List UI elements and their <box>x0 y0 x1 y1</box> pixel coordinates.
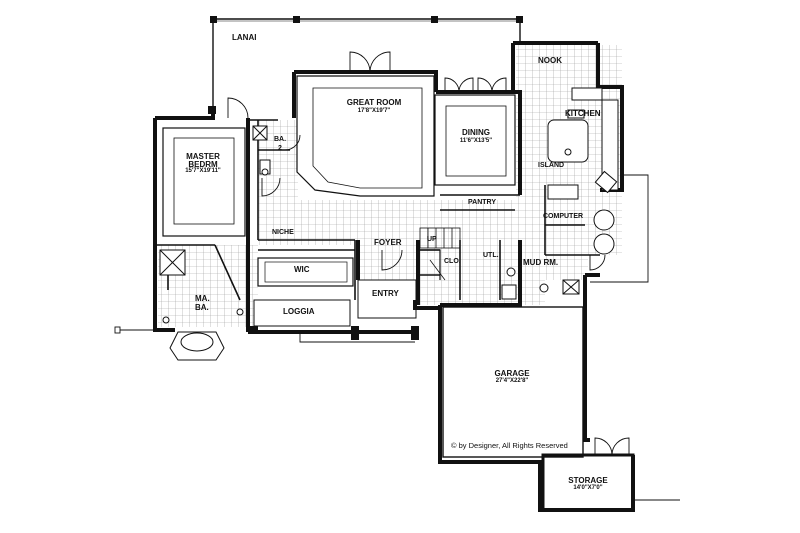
label-storage: STORAGE <box>568 476 608 485</box>
site-lines <box>114 174 680 501</box>
columns <box>208 16 523 340</box>
label-bath2-1: BA. <box>274 136 287 143</box>
copyright-credit: © by Designer, All Rights Reserved <box>451 441 568 450</box>
label-entry: ENTRY <box>372 289 399 298</box>
label-master-bedroom-1: MASTER <box>186 152 220 161</box>
room-outlines <box>162 75 516 327</box>
dims-great-room: 17'8"X19'7" <box>357 108 391 114</box>
door-swings <box>227 51 630 456</box>
dims-master-bedroom: 15'7"X19'11" <box>185 168 221 174</box>
label-kitchen: KITCHEN <box>565 109 601 118</box>
label-garage: GARAGE <box>494 369 530 378</box>
stair <box>419 227 461 281</box>
label-pantry: PANTRY <box>468 199 496 206</box>
dims-storage: 14'0"X7'0" <box>573 485 603 491</box>
dims-garage: 27'4"X22'8" <box>495 378 529 384</box>
tiled-floors <box>158 45 622 327</box>
label-loggia: LOGGIA <box>283 307 315 316</box>
label-mud-room: MUD RM. <box>523 258 559 267</box>
dims-dining: 11'6"X13'5" <box>459 138 493 144</box>
label-foyer: FOYER <box>374 238 402 247</box>
label-dining: DINING <box>462 128 490 137</box>
label-up: UP <box>427 236 437 243</box>
label-niche: NICHE <box>272 229 294 236</box>
label-closet: CLO. <box>444 258 461 265</box>
label-great-room: GREAT ROOM <box>346 98 402 107</box>
garage-walls <box>442 306 584 458</box>
kitchen-fixtures <box>547 87 619 200</box>
bath-fixtures <box>159 125 615 361</box>
label-island: ISLAND <box>538 162 565 169</box>
label-master-bedroom-2: BEDRM <box>188 160 218 169</box>
label-master-bath-1: MA. <box>195 294 210 303</box>
label-master-bath-2: BA. <box>195 303 209 312</box>
label-bath2-2: 2 <box>278 145 282 152</box>
label-lanai: LANAI <box>232 33 257 42</box>
storage-walls <box>541 453 635 512</box>
label-nook: NOOK <box>538 56 562 65</box>
label-computer: COMPUTER <box>543 213 584 220</box>
label-utility: UTL. <box>483 252 499 259</box>
label-wic: WIC <box>294 265 310 274</box>
